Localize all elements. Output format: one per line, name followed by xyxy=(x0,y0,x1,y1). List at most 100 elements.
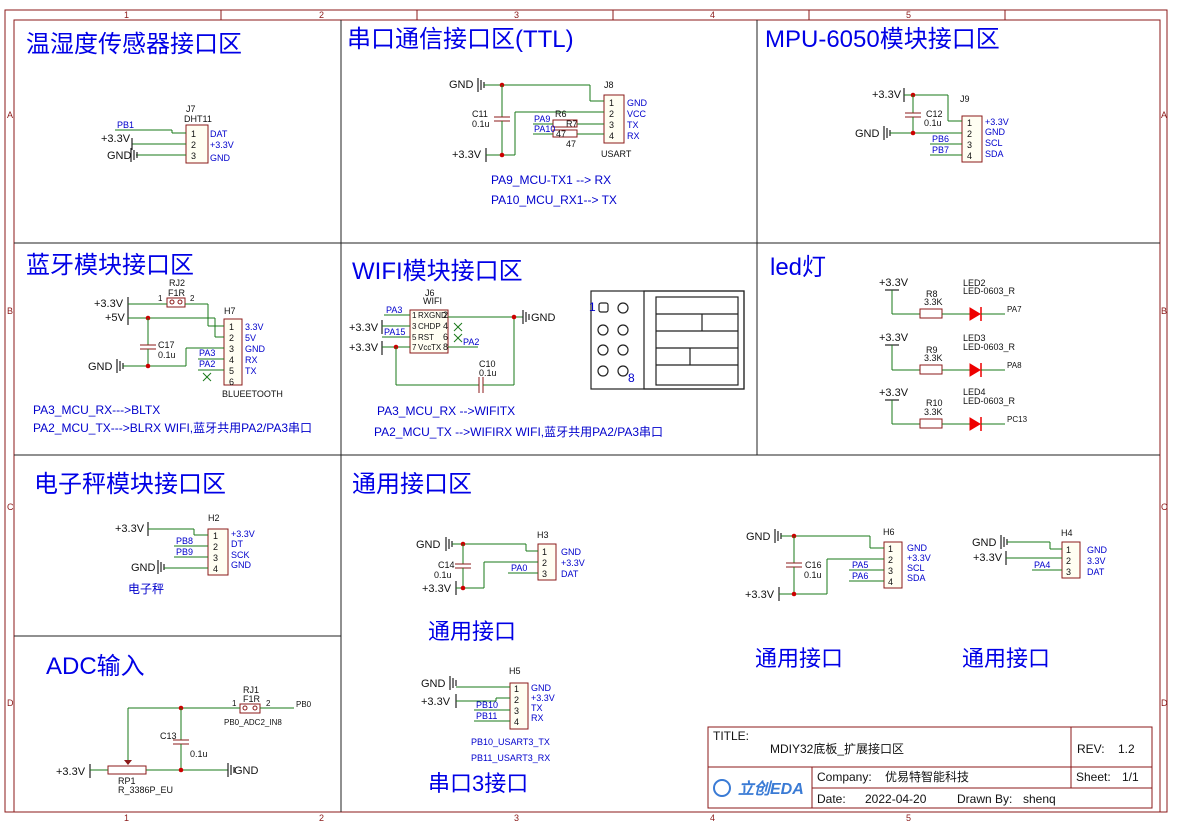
row-marker: D xyxy=(7,698,14,708)
svg-text:GND: GND xyxy=(907,543,928,553)
svg-text:RX: RX xyxy=(245,355,258,365)
svg-text:C11: C11 xyxy=(472,109,488,119)
svg-text:PA4: PA4 xyxy=(1034,560,1050,570)
svg-text:2: 2 xyxy=(514,695,519,705)
svg-text:2: 2 xyxy=(229,333,234,343)
svg-text:PB9: PB9 xyxy=(176,547,193,557)
svg-text:BLUEETOOTH: BLUEETOOTH xyxy=(222,389,283,399)
col-marker: 4 xyxy=(710,10,715,20)
svg-text:GND: GND xyxy=(231,560,252,570)
row-marker: B xyxy=(7,306,13,316)
section-grid xyxy=(14,20,1160,812)
column-markers: 1 2 3 4 5 1 2 3 4 5 xyxy=(124,10,1006,823)
svg-text:2: 2 xyxy=(191,140,196,150)
svg-text:TX: TX xyxy=(431,343,442,352)
svg-text:GND: GND xyxy=(88,361,113,373)
svg-text:3.3V: 3.3V xyxy=(1087,556,1106,566)
svg-text:GND: GND xyxy=(429,311,447,320)
section-title-dht: 温湿度传感器接口区 xyxy=(26,31,242,58)
svg-text:GND: GND xyxy=(561,547,582,557)
svg-text:RJ1: RJ1 xyxy=(243,685,259,695)
svg-text:+3.3V: +3.3V xyxy=(421,696,451,708)
svg-text:SCK: SCK xyxy=(231,550,250,560)
svg-text:TX: TX xyxy=(245,366,257,376)
col-marker: 4 xyxy=(710,813,715,823)
svg-text:TX: TX xyxy=(627,120,639,130)
svg-text:+3.3V: +3.3V xyxy=(879,332,909,344)
svg-text:优易特智能科技: 优易特智能科技 xyxy=(885,769,969,784)
svg-text:GND: GND xyxy=(531,683,552,693)
title-block: TITLE: MDIY32底板_扩展接口区 REV: 1.2 立创EDA Com… xyxy=(707,726,1153,809)
svg-text:VCC: VCC xyxy=(627,109,647,119)
svg-text:0.1u: 0.1u xyxy=(479,368,497,378)
svg-text:+3.3V: +3.3V xyxy=(879,277,909,289)
svg-text:+5V: +5V xyxy=(105,312,126,324)
svg-text:C17: C17 xyxy=(158,340,175,350)
mpu6050-connector: J9 1 2 3 4 +3.3V GND SCL SDA +3.3V C12 0… xyxy=(855,88,1009,163)
svg-text:PA2: PA2 xyxy=(199,359,215,369)
svg-text:PA5: PA5 xyxy=(852,560,868,570)
svg-text:R6: R6 xyxy=(555,109,567,119)
svg-text:3: 3 xyxy=(1066,567,1071,577)
svg-text:3: 3 xyxy=(213,553,218,563)
svg-text:LED-0603_R: LED-0603_R xyxy=(963,396,1016,406)
svg-text:8: 8 xyxy=(628,371,635,385)
svg-text:+3.3V: +3.3V xyxy=(973,552,1003,564)
svg-text:R9: R9 xyxy=(926,345,938,355)
col-marker: 5 xyxy=(906,10,911,20)
svg-text:LED2: LED2 xyxy=(963,278,986,288)
svg-text:PA2: PA2 xyxy=(463,337,479,347)
svg-text:LED-0603_R: LED-0603_R xyxy=(963,286,1016,296)
bt-note-tx: PA2_MCU_TX--->BLRX WIFI,蓝牙共用PA2/PA3串口 xyxy=(33,421,312,435)
svg-text:GND: GND xyxy=(627,98,648,108)
wifi-note-rx: PA3_MCU_RX -->WIFITX xyxy=(377,404,515,418)
svg-text:GND: GND xyxy=(972,537,997,549)
svg-text:PA6: PA6 xyxy=(852,571,868,581)
svg-text:PA0: PA0 xyxy=(511,563,527,573)
svg-text:RX: RX xyxy=(418,311,430,320)
svg-text:4: 4 xyxy=(229,355,234,365)
col-marker: 2 xyxy=(319,10,324,20)
svg-text:1: 1 xyxy=(589,300,596,314)
svg-text:2022-04-20: 2022-04-20 xyxy=(865,792,927,806)
h3-connector: H3 1 2 3 GND +3.3V DAT GND C14 0.1u +3.3… xyxy=(416,530,585,595)
svg-text:+3.3V: +3.3V xyxy=(94,298,124,310)
svg-text:3: 3 xyxy=(229,344,234,354)
svg-text:DAT: DAT xyxy=(1087,567,1105,577)
svg-text:PA10: PA10 xyxy=(534,124,555,134)
svg-text:PA9: PA9 xyxy=(534,114,550,124)
svg-text:SCL: SCL xyxy=(985,138,1003,148)
svg-text:CHDP: CHDP xyxy=(418,322,441,331)
svg-text:H5: H5 xyxy=(509,666,521,676)
svg-text:5: 5 xyxy=(412,333,417,342)
h3-caption: 通用接口 xyxy=(428,619,516,644)
section-title-mpu: MPU-6050模块接口区 xyxy=(765,26,1000,53)
svg-text:RP1: RP1 xyxy=(118,776,136,786)
svg-text:1: 1 xyxy=(609,98,614,108)
row-marker: A xyxy=(7,110,13,120)
svg-text:LED4: LED4 xyxy=(963,387,986,397)
svg-text:0.1u: 0.1u xyxy=(924,118,942,128)
svg-text:8: 8 xyxy=(443,342,448,352)
svg-text:GND: GND xyxy=(746,531,771,543)
svg-text:+3.3V: +3.3V xyxy=(101,133,131,145)
svg-text:J9: J9 xyxy=(960,94,970,104)
svg-text:+3.3V: +3.3V xyxy=(452,149,482,161)
svg-text:R_3386P_EU: R_3386P_EU xyxy=(118,785,173,795)
svg-text:F1R: F1R xyxy=(168,288,186,298)
svg-text:6: 6 xyxy=(229,377,234,387)
svg-text:REV:: REV: xyxy=(1077,742,1105,756)
svg-text:J6: J6 xyxy=(425,288,435,298)
svg-text:C14: C14 xyxy=(438,560,455,570)
svg-text:PB8: PB8 xyxy=(176,536,193,546)
svg-text:+3.3V: +3.3V xyxy=(349,342,379,354)
svg-text:SDA: SDA xyxy=(985,149,1004,159)
svg-text:GND: GND xyxy=(449,79,474,91)
svg-text:1: 1 xyxy=(967,118,972,128)
svg-text:+3.3V: +3.3V xyxy=(561,558,585,568)
h4-connector: H4 1 2 3 GND 3.3V DAT GND +3.3V PA4 xyxy=(972,528,1108,579)
section-title-scale: 电子秤模块接口区 xyxy=(34,471,226,498)
svg-text:2: 2 xyxy=(213,542,218,552)
svg-text:GND: GND xyxy=(855,128,880,140)
h6-caption: 通用接口 xyxy=(755,646,843,671)
